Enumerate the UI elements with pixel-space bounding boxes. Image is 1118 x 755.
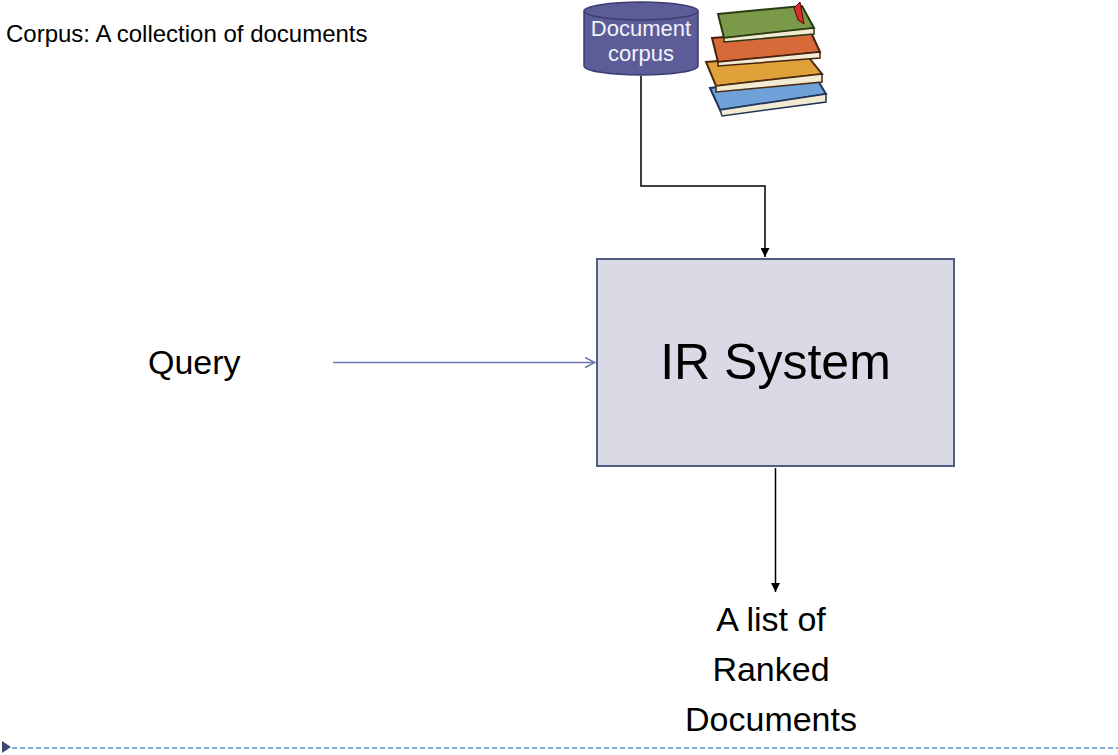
output-label-text: A list of Ranked Documents [671, 594, 871, 744]
box-shape [597, 259, 954, 466]
books-illustration [706, 2, 826, 116]
output-label: A list of Ranked Documents [671, 594, 871, 744]
input-label-text: Query [148, 343, 333, 382]
footer-bullet [2, 741, 11, 753]
cylinder-body [584, 2, 698, 75]
corpus-arrow [641, 76, 765, 257]
database-cylinder-text: Document corpus [583, 16, 699, 66]
footer-rule [12, 747, 1118, 749]
definition-note: Corpus: A collection of documents [6, 20, 368, 48]
process-box-text: IR System [660, 334, 891, 391]
database-cylinder: Document corpus [583, 2, 699, 76]
query-arrow [333, 362, 595, 364]
process-box: IR System [596, 258, 955, 467]
result-arrow [775, 468, 777, 592]
input-label: Query [148, 336, 333, 388]
